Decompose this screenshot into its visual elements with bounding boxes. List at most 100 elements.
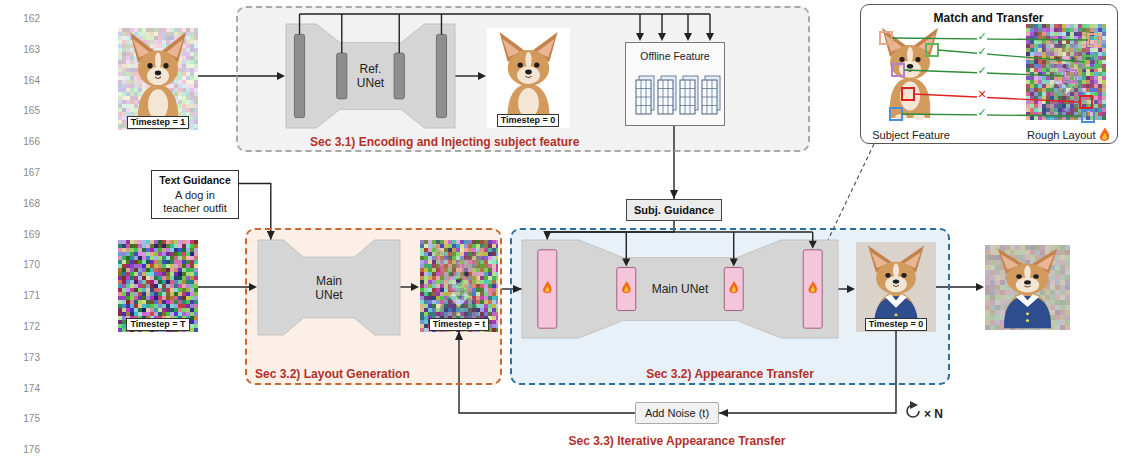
noise-pixel xyxy=(158,36,162,40)
noise-pixel xyxy=(190,124,194,128)
noise-pixel xyxy=(492,308,496,312)
noise-pixel xyxy=(496,292,498,296)
noise-pixel xyxy=(194,72,198,76)
noise-pixel xyxy=(130,240,134,244)
noise-pixel xyxy=(420,256,424,260)
noise-pixel xyxy=(118,72,122,76)
noise-pixel xyxy=(420,320,424,324)
noise-pixel xyxy=(1025,250,1030,255)
noise-pixel xyxy=(1062,28,1066,32)
noise-pixel xyxy=(134,60,138,64)
dog-picture xyxy=(882,28,938,120)
noise-pixel xyxy=(142,268,146,272)
noise-pixel xyxy=(194,40,198,44)
noise-pixel xyxy=(182,52,186,56)
noise-pixel xyxy=(122,28,126,32)
noise-pixel xyxy=(186,308,190,312)
noise-pixel xyxy=(158,284,162,288)
noise-pixel xyxy=(134,256,138,260)
noise-pixel xyxy=(1034,52,1038,56)
noise-pixel xyxy=(492,248,496,252)
noise-pixel xyxy=(174,84,178,88)
noise-pixel xyxy=(995,285,1000,290)
noise-pixel xyxy=(134,304,138,308)
noise-pixel xyxy=(1102,24,1106,28)
noise-pixel xyxy=(480,300,484,304)
noise-pixel xyxy=(496,252,498,256)
noise-pixel xyxy=(492,300,496,304)
noise-pixel xyxy=(1060,285,1065,290)
noise-pixel xyxy=(488,268,492,272)
noise-pixel xyxy=(130,312,134,316)
noise-pixel xyxy=(134,96,138,100)
noise-pixel xyxy=(990,310,995,315)
noise-pixel xyxy=(1000,310,1005,315)
noise-pixel xyxy=(178,72,182,76)
noise-pixel xyxy=(186,40,190,44)
noise-pixel xyxy=(170,244,174,248)
noise-pixel xyxy=(194,272,198,276)
noise-pixel xyxy=(194,324,198,328)
noise-pixel xyxy=(162,40,166,44)
noise-pixel xyxy=(476,284,480,288)
noise-pixel xyxy=(122,48,126,52)
noise-pixel xyxy=(118,32,122,36)
dog-picture xyxy=(998,248,1058,328)
dog-head xyxy=(876,262,916,294)
noise-pixel xyxy=(118,292,122,296)
noise-pixel xyxy=(1102,48,1106,52)
noise-pixel xyxy=(126,60,130,64)
noise-pixel xyxy=(995,320,1000,325)
noise-pixel xyxy=(186,44,190,48)
noise-pixel xyxy=(122,124,126,128)
noise-pixel xyxy=(190,300,194,304)
noise-pixel xyxy=(1094,28,1098,32)
noise-pixel xyxy=(484,304,488,308)
noise-pixel xyxy=(122,304,126,308)
noise-pixel xyxy=(1026,48,1030,52)
outfit-button xyxy=(1026,319,1029,322)
noise-pixel xyxy=(158,260,162,264)
noise-pixel xyxy=(464,240,468,244)
noise-pixel xyxy=(126,104,130,108)
noise-pixel xyxy=(126,56,130,60)
noise-pixel xyxy=(174,240,178,244)
noise-pixel xyxy=(440,292,444,296)
dog-mouth xyxy=(155,77,161,79)
noise-pixel xyxy=(1074,32,1078,36)
noise-pixel xyxy=(118,124,122,128)
noise-pixel xyxy=(488,244,492,248)
noise-pixel xyxy=(126,296,130,300)
noise-pixel xyxy=(130,308,134,312)
noise-pixel xyxy=(138,244,142,248)
noise-pixel xyxy=(420,248,424,252)
noise-pixel xyxy=(174,288,178,292)
noise-pixel xyxy=(158,312,162,316)
noise-pixel xyxy=(1055,320,1060,325)
noise-pixel xyxy=(190,104,194,108)
noise-pixel xyxy=(496,316,498,320)
noise-pixel xyxy=(134,284,138,288)
noise-pixel xyxy=(456,240,460,244)
noise-pixel xyxy=(432,304,436,308)
noise-pixel xyxy=(1060,320,1065,325)
noise-pixel xyxy=(158,40,162,44)
noise-pixel xyxy=(420,300,424,304)
noise-pixel xyxy=(174,272,178,276)
noise-pixel xyxy=(150,260,154,264)
noise-pixel xyxy=(122,320,126,324)
noise-pixel xyxy=(166,292,170,296)
noise-pixel xyxy=(142,36,146,40)
noise-pixel xyxy=(1030,44,1034,48)
noise-pixel xyxy=(186,52,190,56)
noise-pixel xyxy=(444,244,448,248)
noise-pixel xyxy=(194,128,198,130)
noise-pixel xyxy=(182,260,186,264)
noise-pixel xyxy=(134,68,138,72)
noise-pixel xyxy=(138,256,142,260)
noise-pixel xyxy=(162,308,166,312)
noise-pixel xyxy=(146,312,150,316)
noise-pixel xyxy=(150,288,154,292)
noise-pixel xyxy=(122,52,126,56)
noise-pixel xyxy=(995,270,1000,275)
